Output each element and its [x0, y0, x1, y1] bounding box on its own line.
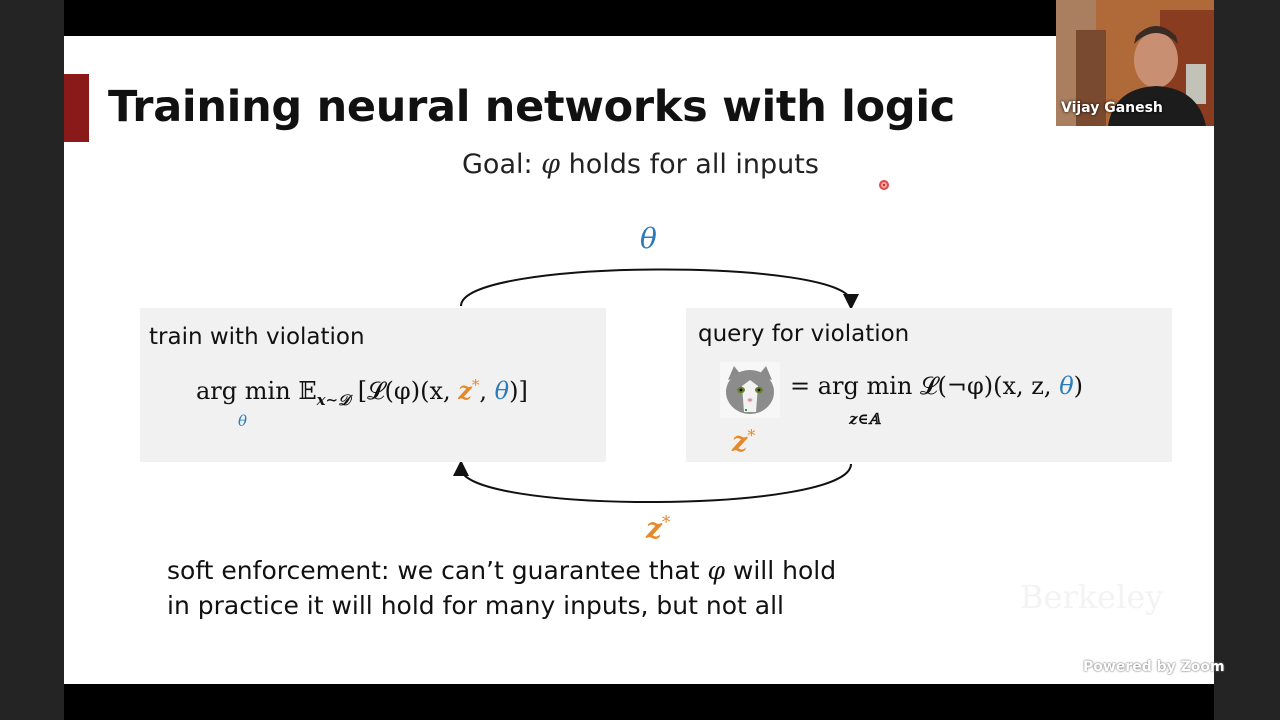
right-letterbox: [1214, 0, 1280, 720]
left-letterbox: [0, 0, 64, 720]
z-term: z: [458, 376, 472, 405]
loss-open: [𝓛(φ)(x,: [357, 377, 459, 405]
cycle-arrows: [453, 268, 859, 503]
query-subscript: z∈𝔸: [849, 410, 881, 428]
video-feed: [1056, 0, 1214, 126]
cat-z: z: [732, 427, 748, 458]
participant-video-tile[interactable]: Vijay Ganesh: [1056, 0, 1214, 126]
laser-pointer-icon: [879, 180, 889, 190]
comma: ,: [479, 377, 495, 405]
bottom-arrow: [453, 460, 852, 503]
berkeley-watermark: Berkeley: [1020, 578, 1164, 616]
loss-close: )]: [509, 377, 528, 405]
top-arrow: [460, 268, 859, 310]
expectation-symbol: 𝔼: [298, 377, 317, 405]
bottom-z-star-label: z*: [646, 512, 670, 545]
zoom-branding: Powered by Zoom: [1083, 659, 1225, 675]
cat-z-star-label: z*: [732, 426, 755, 458]
z-star: *: [471, 376, 480, 394]
slide-title: Training neural networks with logic: [108, 82, 955, 132]
argmin-text: arg min: [196, 377, 291, 405]
goal-statement: Goal: φ holds for all inputs: [462, 149, 819, 180]
goal-suffix: holds for all inputs: [560, 149, 819, 180]
bottom-z: z: [646, 512, 662, 545]
participant-name: Vijay Ganesh: [1061, 100, 1163, 116]
note-1-prefix: soft enforcement: we can’t guarantee tha…: [167, 556, 708, 585]
cat-image: [720, 362, 780, 418]
expectation-sub: x∼𝒟: [316, 391, 351, 409]
note-1-suffix: will hold: [724, 556, 837, 585]
goal-prefix: Goal:: [462, 149, 542, 180]
title-accent-bar: [64, 74, 89, 142]
note-phi: φ: [707, 556, 725, 585]
theta-top-label: θ: [640, 222, 657, 255]
query-theta: θ: [1059, 372, 1074, 400]
query-formula: = arg min 𝓛(¬φ)(x, z, θ): [790, 372, 1083, 400]
note-line-1: soft enforcement: we can’t guarantee tha…: [167, 556, 836, 585]
note-line-2: in practice it will hold for many inputs…: [167, 591, 784, 620]
query-box-title: query for violation: [698, 321, 910, 347]
bottom-z-sup: *: [661, 512, 671, 533]
shared-slide: Training neural networks with logic Goal…: [64, 36, 1214, 684]
query-expression: = arg min 𝓛(¬φ)(x, z,: [790, 372, 1060, 400]
train-with-violation-box: train with violation arg min 𝔼x∼𝒟 [𝓛(φ)(…: [140, 308, 606, 462]
train-box-title: train with violation: [149, 324, 365, 350]
goal-phi: φ: [541, 149, 561, 180]
cat-z-sup: *: [747, 426, 756, 445]
argmin-subscript-theta: θ: [238, 412, 248, 430]
train-formula: arg min 𝔼x∼𝒟 [𝓛(φ)(x, z*, θ)]: [196, 376, 528, 409]
query-close: ): [1073, 372, 1084, 400]
theta-term: θ: [494, 377, 510, 405]
